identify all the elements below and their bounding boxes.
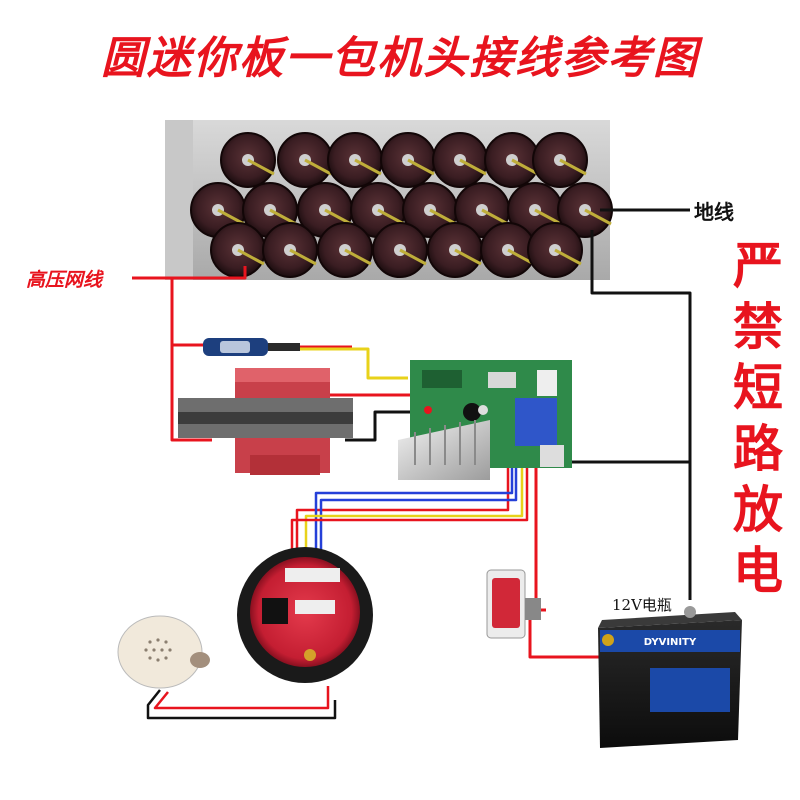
buzzer-body — [117, 615, 203, 689]
meter-wire-yellow — [304, 425, 524, 565]
label-battery: 12V电瓶 — [612, 596, 672, 614]
capacitor-bank — [165, 120, 613, 280]
buzzer-wire-red — [153, 686, 330, 710]
warning-char: 禁 — [733, 298, 783, 356]
capacitor — [327, 132, 383, 188]
capacitor — [210, 222, 266, 278]
capacitor — [427, 222, 483, 278]
capacitor-array — [190, 132, 613, 278]
meter-chip — [262, 598, 288, 624]
housing-side-wall — [165, 120, 193, 280]
capacitor — [372, 222, 428, 278]
buzzer-holes — [144, 638, 172, 662]
capacitor — [317, 222, 373, 278]
meter-connector — [285, 568, 340, 582]
fuse-cap — [268, 343, 300, 351]
battery: DYVINITY — [598, 606, 742, 748]
buzzer — [117, 615, 210, 689]
control-board — [398, 360, 572, 480]
transformer — [178, 368, 353, 475]
capacitor — [480, 222, 536, 278]
warning-char: 严 — [733, 237, 783, 295]
capacitor — [220, 132, 276, 188]
red-wire-fuse — [170, 278, 212, 442]
transformer-core-top — [178, 398, 353, 412]
high-voltage-wire — [132, 266, 247, 280]
warning-char: 放 — [733, 481, 783, 539]
battery-brand-text: DYVINITY — [644, 637, 697, 648]
buzzer-wire-black — [146, 689, 337, 720]
capacitor — [262, 222, 318, 278]
voltmeter — [237, 547, 373, 683]
capacitor — [402, 182, 458, 238]
meter-wire-red-2 — [290, 425, 529, 565]
black-wire-transformer — [345, 410, 412, 442]
label-high-voltage-wire: 高压网线 — [26, 269, 103, 291]
warning-char: 电 — [733, 542, 783, 600]
warning-text: 严禁短路放电 — [722, 236, 794, 602]
red-wire-switch — [534, 468, 546, 612]
battery-label — [600, 630, 740, 652]
switch-rocker — [492, 578, 520, 628]
label-ground-wire: 地线 — [694, 200, 734, 224]
transformer-core-bottom — [178, 424, 353, 438]
warning-char: 路 — [733, 420, 783, 478]
capacitor — [484, 132, 540, 188]
red-wire-battery — [528, 613, 610, 659]
inline-fuse — [203, 338, 300, 356]
capacitor — [532, 132, 588, 188]
led — [424, 406, 432, 414]
warning-char: 短 — [733, 359, 783, 417]
capacitor — [432, 132, 488, 188]
battery-terminal-positive — [602, 634, 614, 646]
relay — [515, 398, 557, 446]
rocker-switch — [486, 569, 541, 639]
ground-wire-battery — [590, 230, 692, 600]
battery-terminal-negative — [684, 606, 696, 618]
capacitor — [380, 132, 436, 188]
capacitor — [277, 132, 333, 188]
capacitor — [527, 222, 583, 278]
yellow-wire-fuse — [300, 347, 408, 380]
capacitor-small — [463, 403, 481, 421]
diagram-title: 圆迷你板一包机头接线参考图 — [101, 33, 699, 84]
capacitor — [557, 182, 613, 238]
fuse-window — [220, 341, 250, 353]
